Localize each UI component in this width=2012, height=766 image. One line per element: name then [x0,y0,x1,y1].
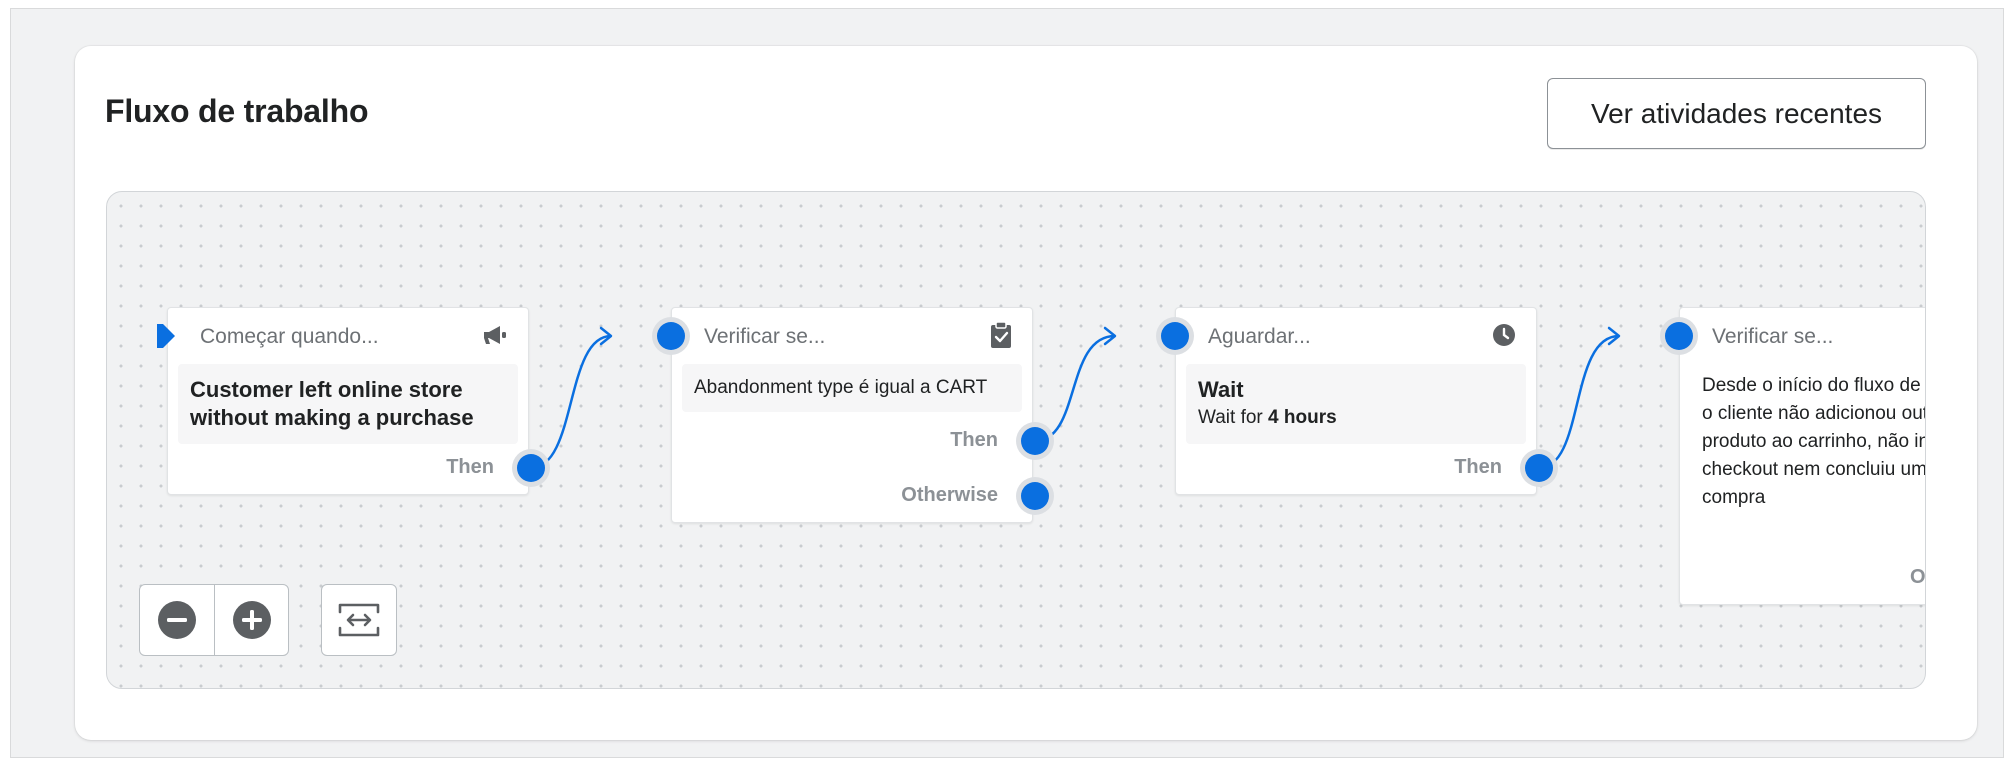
clock-icon [1492,323,1516,352]
port-label-otherwise: Otherwise [1910,566,1926,588]
wait-title: Wait [1198,377,1244,402]
start-marker-icon [157,324,175,348]
node-head-label: Verificar se... [704,325,826,348]
node-head-label: Aguardar... [1208,325,1311,348]
node-head-label: Começar quando... [200,325,379,348]
megaphone-icon [482,323,508,352]
trigger-title: Customer left online store without makin… [190,377,474,430]
clipboard-check-icon [990,320,1012,354]
output-port-then[interactable] [1021,427,1049,455]
port-label-then: Then [446,456,494,478]
condition-node-2[interactable]: Verificar se... Desde o início do fluxo … [1679,307,1926,605]
fit-to-screen-button[interactable] [321,584,397,656]
fit-to-screen-icon [338,603,380,637]
output-port-otherwise[interactable] [1021,482,1049,510]
zoom-out-button[interactable] [140,585,214,655]
arrow-head-1 [599,326,613,346]
wait-prefix: Wait for [1198,407,1269,428]
workflow-canvas[interactable]: Começar quando... Customer left online s… [106,191,1926,689]
condition-node[interactable]: Verificar se... Abandonment type é igual… [671,307,1033,523]
zoom-in-button[interactable] [214,585,288,655]
output-port-then[interactable] [517,454,545,482]
connector-2-3 [1034,334,1116,443]
output-port-then[interactable] [1525,454,1553,482]
plus-icon [232,601,271,639]
wait-node[interactable]: Aguardar... Wait Wait for 4 hours Then [1175,307,1537,495]
input-port[interactable] [1665,322,1693,350]
port-label-then: Then [950,429,998,451]
page-title: Fluxo de trabalho [105,93,369,129]
minus-icon [158,601,196,639]
arrow-head-3 [1607,326,1621,346]
port-label-then: Then [1454,456,1502,478]
wait-value: 4 hours [1268,407,1337,428]
node-body: Wait Wait for 4 hours [1186,364,1526,444]
node-head-label: Verificar se... [1712,325,1834,348]
wait-duration: Wait for 4 hours [1198,404,1514,432]
port-label-otherwise: Otherwise [901,484,998,506]
condition-text: Abandonment type é igual a CART [694,377,988,398]
trigger-node[interactable]: Começar quando... Customer left online s… [167,307,529,495]
node-body: Abandonment type é igual a CART [682,364,1022,412]
input-port[interactable] [1161,322,1189,350]
arrow-head-2 [1103,326,1117,346]
condition-text: Desde o início do fluxo de trabalho, o c… [1702,375,1926,508]
connector-3-4 [1538,334,1620,470]
input-port[interactable] [657,322,685,350]
connector-1-2 [530,334,612,470]
zoom-controls [139,584,289,656]
recent-activity-button[interactable]: Ver atividades recentes [1547,78,1926,149]
node-body: Customer left online store without makin… [178,364,518,444]
node-body: Desde o início do fluxo de trabalho, o c… [1690,360,1926,524]
